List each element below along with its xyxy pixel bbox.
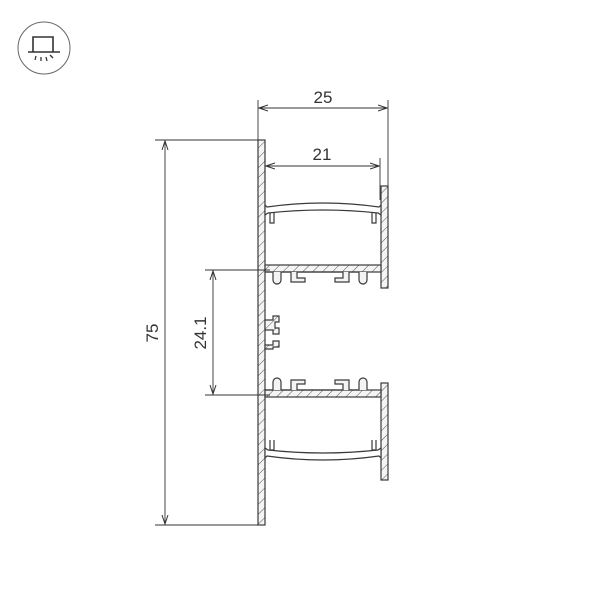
ceiling-light-icon [17,21,71,75]
dimension-width-outer: 25 [314,88,333,107]
dimension-lines [155,100,389,526]
dimension-channel-spacing: 24.1 [191,316,210,349]
dimension-height-total: 75 [143,324,162,343]
dimension-width-inner: 21 [313,145,332,164]
aluminium-profile [257,139,389,526]
